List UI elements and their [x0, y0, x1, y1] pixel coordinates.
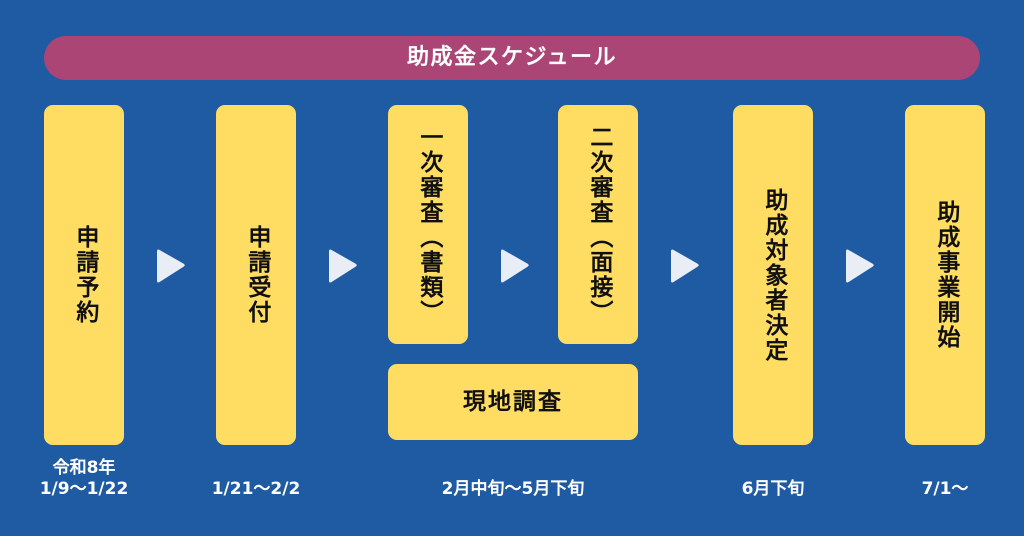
step-label: 助成対象者決定 — [760, 187, 787, 363]
step-label: 現地調査 — [463, 388, 563, 415]
step-box-application-acceptance: 申請受付 — [216, 105, 296, 445]
title-banner: 助成金スケジュール — [44, 36, 980, 80]
schedule-caption: 7/1〜 — [921, 479, 969, 499]
step-box-first-screening-documents: 一次審査（書類） — [388, 105, 468, 344]
page-title: 助成金スケジュール — [407, 45, 617, 70]
schedule-caption: 1/21〜2/2 — [211, 479, 301, 499]
arrow-right-icon — [841, 247, 877, 285]
step-label: 助成事業開始 — [932, 200, 959, 350]
step-box-site-survey: 現地調査 — [388, 364, 638, 440]
step-label: 一次審査（書類） — [415, 124, 442, 325]
schedule-caption: 2月中旬〜5月下旬 — [441, 479, 585, 499]
arrow-right-icon — [666, 247, 702, 285]
step-box-second-screening-interview: 二次審査（面接） — [558, 105, 638, 344]
step-box-recipient-decision: 助成対象者決定 — [733, 105, 813, 445]
arrow-right-icon — [496, 247, 532, 285]
step-box-application-reservation: 申請予約 — [44, 105, 124, 445]
step-label: 申請受付 — [243, 225, 270, 325]
arrow-right-icon — [152, 247, 188, 285]
schedule-caption: 令和8年 1/9〜1/22 — [39, 458, 129, 500]
step-label: 二次審査（面接） — [585, 124, 612, 325]
step-box-project-start: 助成事業開始 — [905, 105, 985, 445]
arrow-right-icon — [324, 247, 360, 285]
step-label: 申請予約 — [71, 225, 98, 325]
schedule-caption: 6月下旬 — [741, 479, 805, 499]
